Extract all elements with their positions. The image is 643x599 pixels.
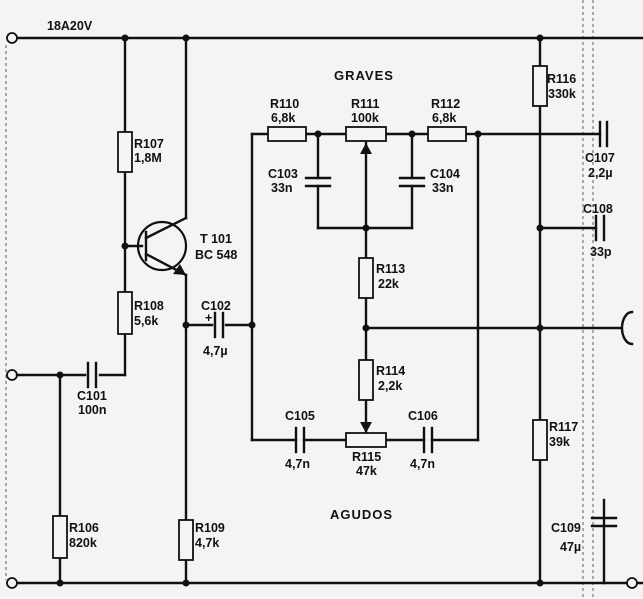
r116-ref: R116 (547, 72, 576, 86)
r112-resistor (427, 126, 467, 142)
transistor-body (136, 220, 188, 272)
bass-section-title: GRAVES (334, 68, 394, 83)
junction-dot (474, 130, 482, 138)
junction-dot (248, 321, 256, 329)
c103-ref: C103 (268, 167, 298, 181)
c104-ref: C104 (430, 167, 460, 181)
r115-wiper-arrow-icon (360, 422, 372, 433)
junction-dot (314, 130, 322, 138)
r108-resistor (117, 291, 133, 335)
ground-terminal-right (626, 577, 638, 589)
r107-resistor (117, 131, 133, 173)
r115-ref: R115 (352, 450, 381, 464)
r113-resistor (358, 257, 374, 299)
r106-resistor (52, 515, 68, 559)
emitter-arrow-icon (173, 264, 186, 275)
c104-value: 33n (432, 181, 454, 195)
c102-value: 4,7µ (203, 344, 228, 358)
c102-ref: C102 (201, 299, 231, 313)
c103-value: 33n (271, 181, 293, 195)
r111-wiper-arrow-icon (360, 143, 372, 154)
r110-value: 6,8k (271, 111, 295, 125)
junction-dot (362, 224, 370, 232)
junction-dot (121, 242, 129, 250)
r109-resistor (178, 519, 194, 561)
t101-type: BC 548 (195, 248, 237, 262)
junction-dot (182, 34, 190, 42)
c107-ref: C107 (585, 151, 615, 165)
c106-value: 4,7n (410, 457, 435, 471)
r112-value: 6,8k (432, 111, 456, 125)
c108-ref: C108 (583, 202, 613, 216)
r111-ref: R111 (351, 97, 380, 111)
r111-potentiometer (345, 126, 387, 142)
junction-dot (56, 579, 64, 587)
r106-value: 820k (69, 536, 97, 550)
r109-value: 4,7k (195, 536, 219, 550)
c101-ref: C101 (77, 389, 107, 403)
c101-value: 100n (78, 403, 107, 417)
junction-dot (362, 324, 370, 332)
c109-ref: C109 (551, 521, 581, 535)
junction-dot (536, 34, 544, 42)
junction-dot (536, 224, 544, 232)
c106-ref: C106 (408, 409, 438, 423)
junction-dot (408, 130, 416, 138)
c105-ref: C105 (285, 409, 315, 423)
junction-dot (182, 579, 190, 587)
junction-dot (182, 321, 190, 329)
r108-ref: R108 (134, 299, 164, 313)
c105-value: 4,7n (285, 457, 310, 471)
r113-ref: R113 (376, 262, 405, 276)
transistor-collector-lead (144, 216, 188, 240)
c108-value: 33p (590, 245, 612, 259)
r109-ref: R109 (195, 521, 225, 535)
r117-resistor (532, 419, 548, 461)
supply-label: 18A20V (47, 19, 93, 33)
r110-ref: R110 (270, 97, 299, 111)
next-stage-symbol (620, 310, 634, 346)
r112-ref: R112 (431, 97, 460, 111)
input-terminal (6, 369, 18, 381)
r108-value: 5,6k (134, 314, 158, 328)
r114-value: 2,2k (378, 379, 402, 393)
junction-dot (121, 34, 129, 42)
c102-polarity-mark: + (205, 311, 212, 325)
r116-resistor (532, 65, 548, 107)
r106-ref: R106 (69, 521, 99, 535)
r117-ref: R117 (549, 420, 578, 434)
r114-resistor (358, 359, 374, 401)
r110-resistor (267, 126, 307, 142)
r116-value: 330k (548, 87, 576, 101)
junction-dot (536, 324, 544, 332)
c109-value: 47µ (560, 540, 581, 554)
r114-ref: R114 (376, 364, 405, 378)
supply-terminal (6, 32, 18, 44)
junction-dot (536, 579, 544, 587)
r107-ref: R107 (134, 137, 164, 151)
r111-value: 100k (351, 111, 379, 125)
junction-dot (56, 371, 64, 379)
r115-potentiometer (345, 432, 387, 448)
c107-value: 2,2µ (588, 166, 613, 180)
r113-value: 22k (378, 277, 399, 291)
ground-terminal (6, 577, 18, 589)
r117-value: 39k (549, 435, 570, 449)
r115-value: 47k (356, 464, 377, 478)
treble-section-title: AGUDOS (330, 507, 393, 522)
t101-ref: T 101 (200, 232, 232, 246)
r107-value: 1,8M (134, 151, 162, 165)
